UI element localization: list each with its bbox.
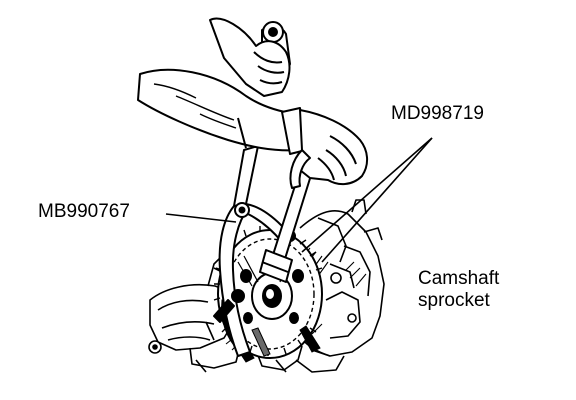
md998719-text: MD998719 [391,103,484,124]
mb990767-label: MB990767 [38,201,130,223]
mb990767-text: MB990767 [38,201,130,222]
camshaft-sprocket-label-line1: Camshaft [418,268,500,289]
callout-leaders [165,137,433,263]
md998719-leader-a [301,137,433,253]
sprocket-holder-tool [213,145,296,357]
md998719-leader-b [321,137,433,263]
technician-arm [137,17,368,189]
camshaft-sprocket-label: Camshaft sprocket [418,268,499,312]
camshaft-sprocket-label-line2: sprocket [418,290,490,311]
mb990767-leader [165,213,237,223]
md998719-label: MD998719 [391,103,484,125]
